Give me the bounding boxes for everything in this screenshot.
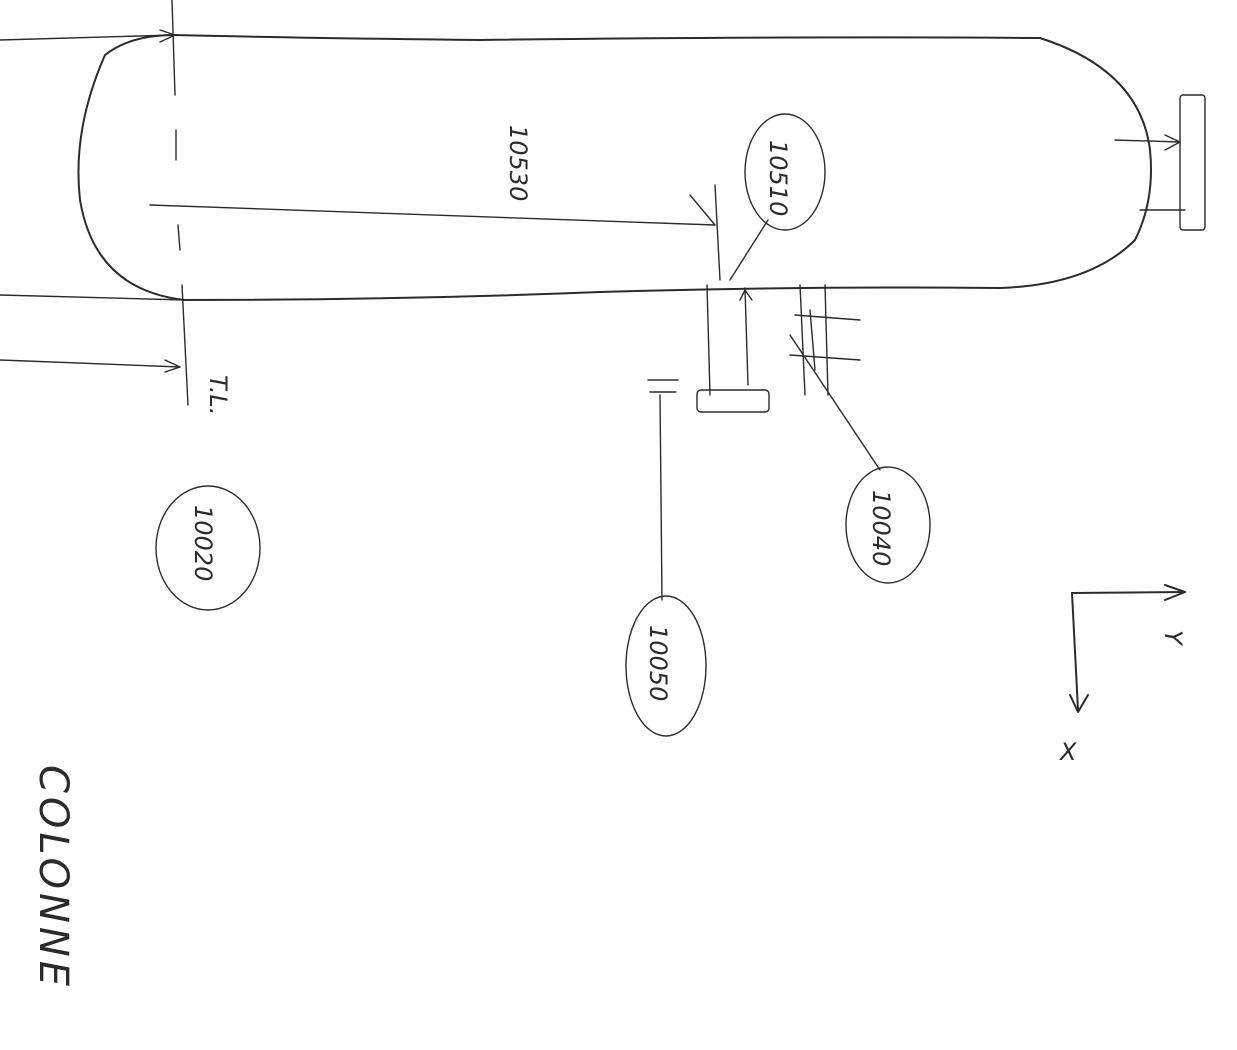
head-nozzle xyxy=(1114,94,1206,231)
nozzle-flange-block xyxy=(696,389,770,413)
left-leader-lines xyxy=(0,29,186,373)
tag-10510: 10510 xyxy=(764,140,792,216)
lower-nozzles xyxy=(696,284,861,413)
vessel-shell xyxy=(77,34,1152,301)
flange-leader xyxy=(625,379,707,737)
tag-10040: 10040 xyxy=(867,490,895,566)
tag-bubble-10040 xyxy=(845,466,931,584)
tag-10530: 10530 xyxy=(504,125,532,201)
tag-10050: 10050 xyxy=(644,625,672,701)
upper-nozzle xyxy=(729,113,826,281)
tag-10020: 10020 xyxy=(189,505,217,581)
tangent-line-label: T.L. xyxy=(204,375,232,415)
mid-nozzle-leader xyxy=(789,334,931,584)
drawing-title: COLONNE xyxy=(30,765,76,990)
tag-bubble-10020 xyxy=(155,485,261,611)
tag-bubble-10050 xyxy=(625,595,707,737)
axis-y-label: Y xyxy=(1159,630,1187,647)
tag-bubble-10510 xyxy=(744,113,826,231)
tangent-line xyxy=(171,0,189,406)
axis-x-label: X xyxy=(1058,738,1077,766)
head-flange xyxy=(1179,94,1206,231)
internal-line xyxy=(149,184,721,281)
axis-indicator xyxy=(1069,584,1186,713)
